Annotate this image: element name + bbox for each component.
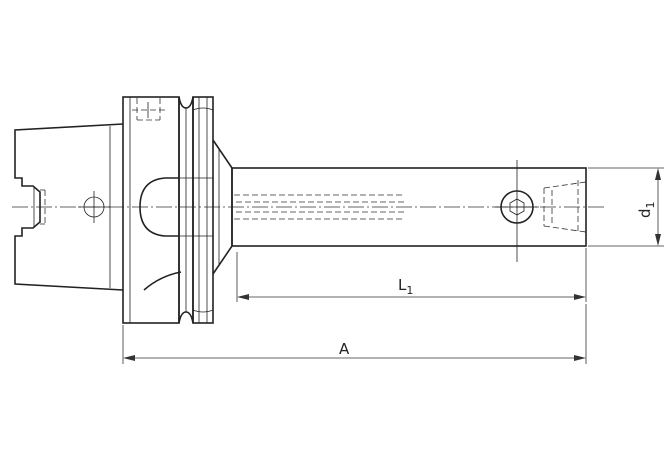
dimension-l1 xyxy=(236,248,587,302)
dimension-d1 xyxy=(588,167,664,247)
label-l1: L1 xyxy=(398,276,413,297)
label-a: A xyxy=(339,340,350,358)
dimension-a xyxy=(122,304,587,364)
flange-collar xyxy=(122,96,182,324)
v-groove xyxy=(178,96,214,324)
hsk-taper-shank xyxy=(14,123,124,291)
extension-shaft xyxy=(231,160,587,262)
label-d1: d1 xyxy=(636,201,657,218)
